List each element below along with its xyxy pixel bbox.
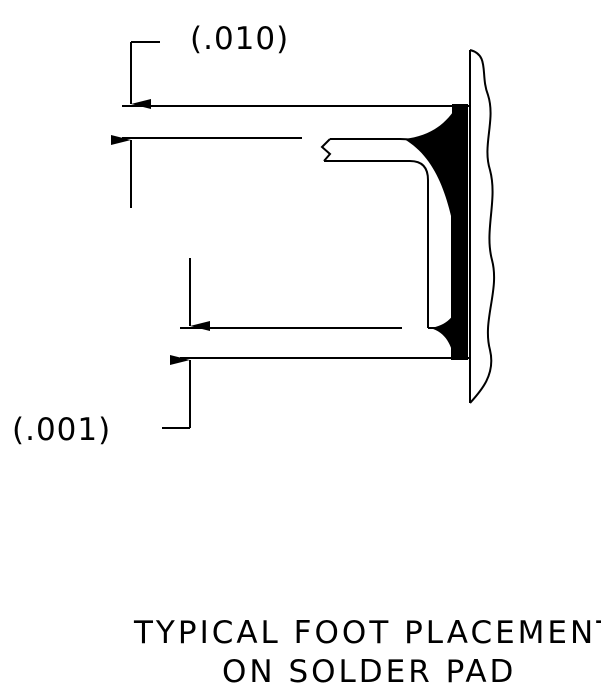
reference-lines — [122, 105, 440, 359]
board-edge — [469, 49, 496, 404]
board-break-line — [469, 49, 496, 404]
top-dimension-label: (.010) — [190, 21, 289, 57]
lead-break — [320, 138, 332, 162]
component-lead — [320, 138, 453, 360]
top-dimension: (.010) — [111, 21, 289, 208]
caption-line-1: TYPICAL FOOT PLACEMENT — [133, 615, 601, 651]
solder-fillets — [404, 104, 470, 360]
bottom-dimension-label: (.001) — [12, 412, 111, 448]
top-solder-fillet — [404, 104, 458, 250]
caption-line-2: ON SOLDER PAD — [222, 654, 516, 690]
caption: TYPICAL FOOT PLACEMENT ON SOLDER PAD — [133, 615, 601, 690]
bottom-solder-fillet — [430, 300, 460, 360]
bottom-dimension: (.001) — [12, 258, 210, 448]
